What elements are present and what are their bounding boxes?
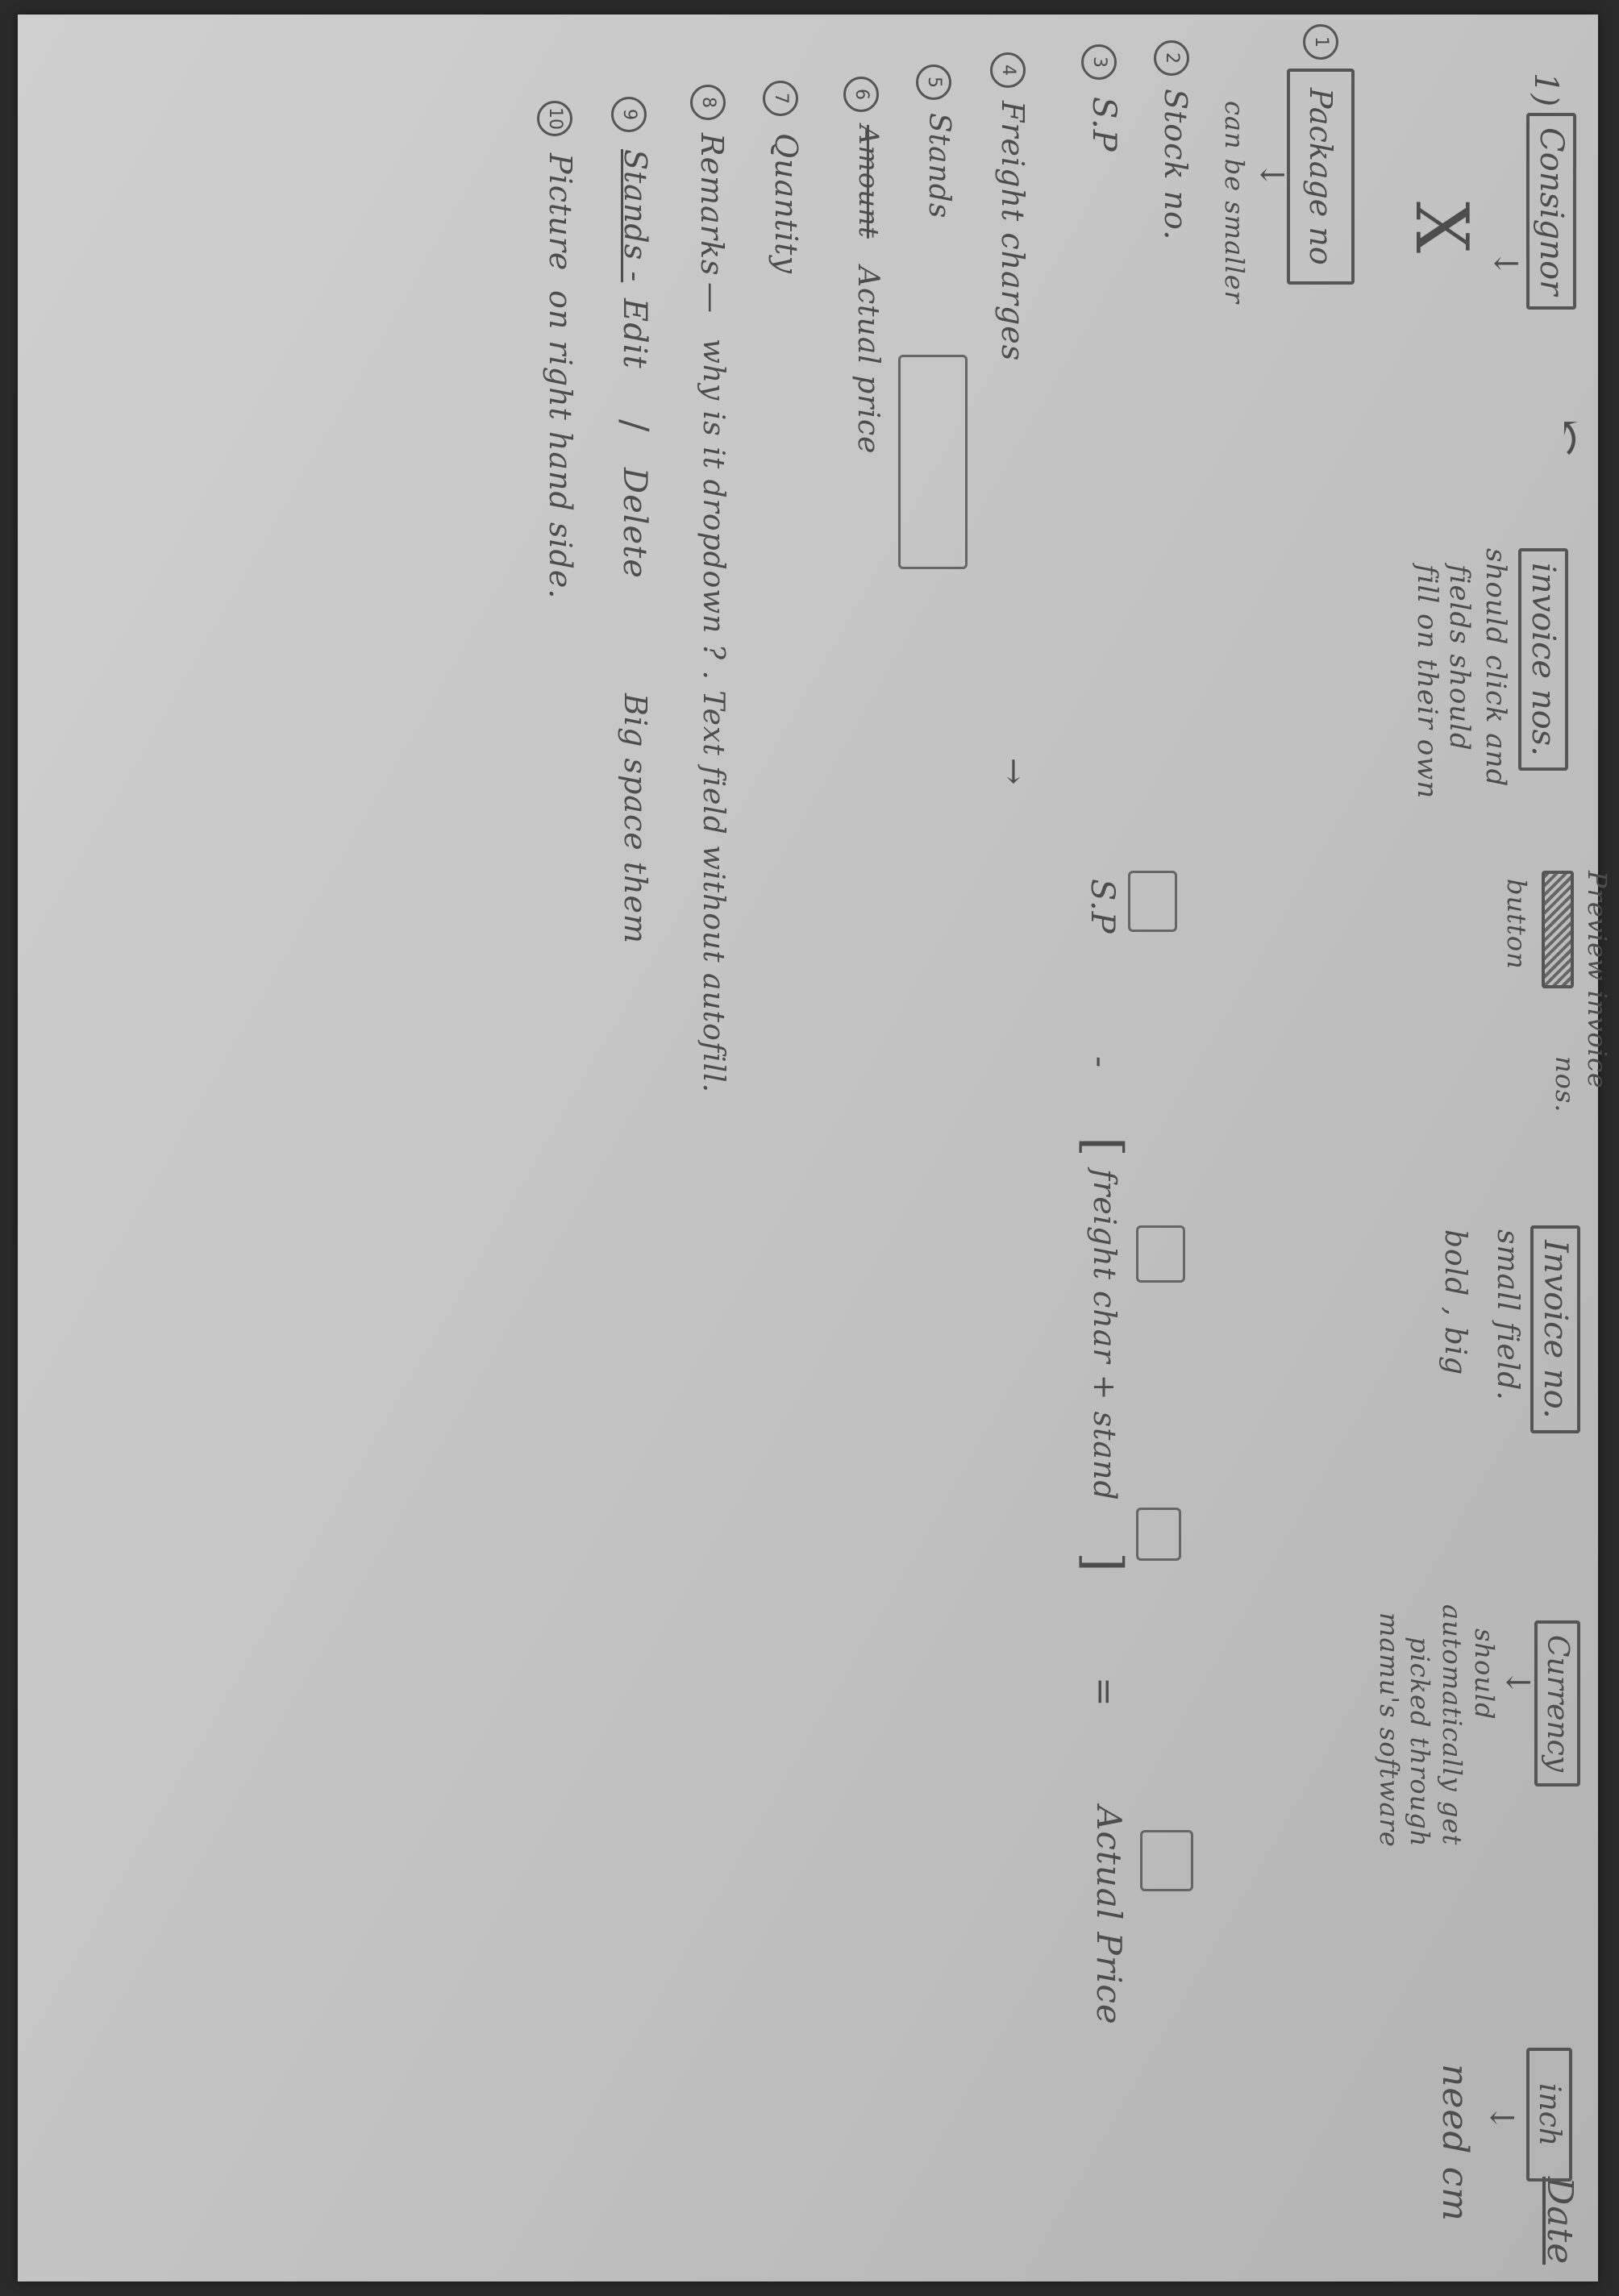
currency-note-1: should: [1469, 1628, 1500, 1720]
preview-button-sketch: [1542, 871, 1574, 988]
invoice-no-note-2: bold , big: [1438, 1229, 1471, 1376]
remarks-dash: —: [694, 282, 730, 314]
item-circle-6: 6: [843, 77, 879, 112]
item-circle-7: 7: [763, 81, 798, 116]
struck-word: Amount: [852, 125, 884, 239]
actual-price-box-sketch: [1140, 1830, 1193, 1891]
item-circle-5: 5: [916, 64, 951, 100]
sp-label: S.P: [1085, 97, 1122, 152]
stands-edit-label: Stands -: [618, 149, 653, 283]
formula-minus: -: [1081, 1056, 1121, 1069]
date-label: Date: [1539, 2177, 1580, 2265]
stands-label: Stands: [922, 113, 955, 219]
edit-note: Edit: [616, 298, 653, 369]
stands-input-sketch: [898, 355, 968, 569]
item-circle-1: 1: [1303, 24, 1338, 60]
invoice-no-note-1: small field.: [1491, 1229, 1524, 1401]
sp-box-sketch: [1128, 871, 1177, 932]
package-no-box: Package no: [1287, 69, 1355, 285]
curved-arrow-icon: ⤺: [1544, 419, 1596, 458]
formula-arrow: →: [995, 758, 1032, 786]
consignor-cross-mark: X: [1399, 202, 1484, 255]
item-circle-10: 10: [537, 101, 572, 136]
item-circle-8: 8: [690, 85, 726, 120]
formula-sp: S.P: [1084, 879, 1121, 934]
currency-note-4: mamu's software: [1374, 1612, 1405, 1848]
invoice-nos-note-1: should click and: [1480, 548, 1512, 788]
item-circle-2: 2: [1154, 40, 1189, 76]
invoice-nos-note-2: fields should: [1443, 564, 1475, 751]
item-circle-4: 4: [990, 52, 1026, 88]
formula-bracket: [: [1073, 1137, 1133, 1158]
inch-box: inch: [1526, 2048, 1572, 2182]
delete-note: Delete: [616, 468, 653, 579]
item-circle-9: 9: [611, 97, 647, 132]
paper-sheet: [18, 15, 1598, 2281]
formula-result: Actual Price: [1089, 1806, 1129, 2025]
invoice-nos-note-3: fill on their own: [1411, 564, 1443, 800]
currency-down-arrow: ↓: [1499, 1669, 1536, 1697]
inch-note: need cm: [1434, 2064, 1475, 2222]
slash-divider: /: [614, 419, 657, 433]
consignor-down-arrow: ↓: [1487, 250, 1524, 278]
button-note: button: [1501, 879, 1532, 970]
freight-box-sketch: [1136, 1225, 1185, 1283]
currency-note-3: picked through: [1405, 1637, 1435, 1848]
currency-box: Currency: [1534, 1620, 1580, 1787]
actual-price-label: Actual price: [851, 266, 884, 455]
stock-no-label: Stock no.: [1158, 89, 1193, 241]
big-space-note: Big space them: [618, 693, 653, 945]
consignor-box: Consignor: [1526, 113, 1576, 310]
item-circle-3: 3: [1081, 44, 1117, 80]
item-number-1: 1): [1527, 73, 1564, 108]
remarks-note: why is it dropdown ? . Text field withou…: [697, 339, 730, 1094]
package-down-arrow: ↓: [1253, 161, 1290, 189]
freight-charges-label: Freight charges: [995, 101, 1030, 362]
formula-bracket-content: freight char + stand: [1087, 1169, 1122, 1501]
quantity-label: Quantity: [768, 133, 804, 274]
inch-down-arrow: ↓: [1483, 2104, 1520, 2132]
picture-note: on right hand side.: [543, 290, 578, 600]
package-note: can be smaller: [1219, 101, 1250, 304]
invoice-nos-box: invoice nos.: [1518, 548, 1568, 771]
preview-note-2: nos.: [1550, 1056, 1580, 1113]
picture-label: Picture: [543, 153, 578, 272]
formula-bracket-close: ]: [1073, 1552, 1133, 1573]
remarks-label: Remarks: [694, 133, 730, 277]
stand-box-sketch: [1136, 1508, 1181, 1561]
formula-equals: =: [1084, 1677, 1125, 1707]
invoice-no-box: Invoice no.: [1530, 1225, 1580, 1433]
currency-note-2: automatically get: [1437, 1604, 1467, 1846]
preview-note-1: Preview invoice: [1582, 871, 1613, 1089]
